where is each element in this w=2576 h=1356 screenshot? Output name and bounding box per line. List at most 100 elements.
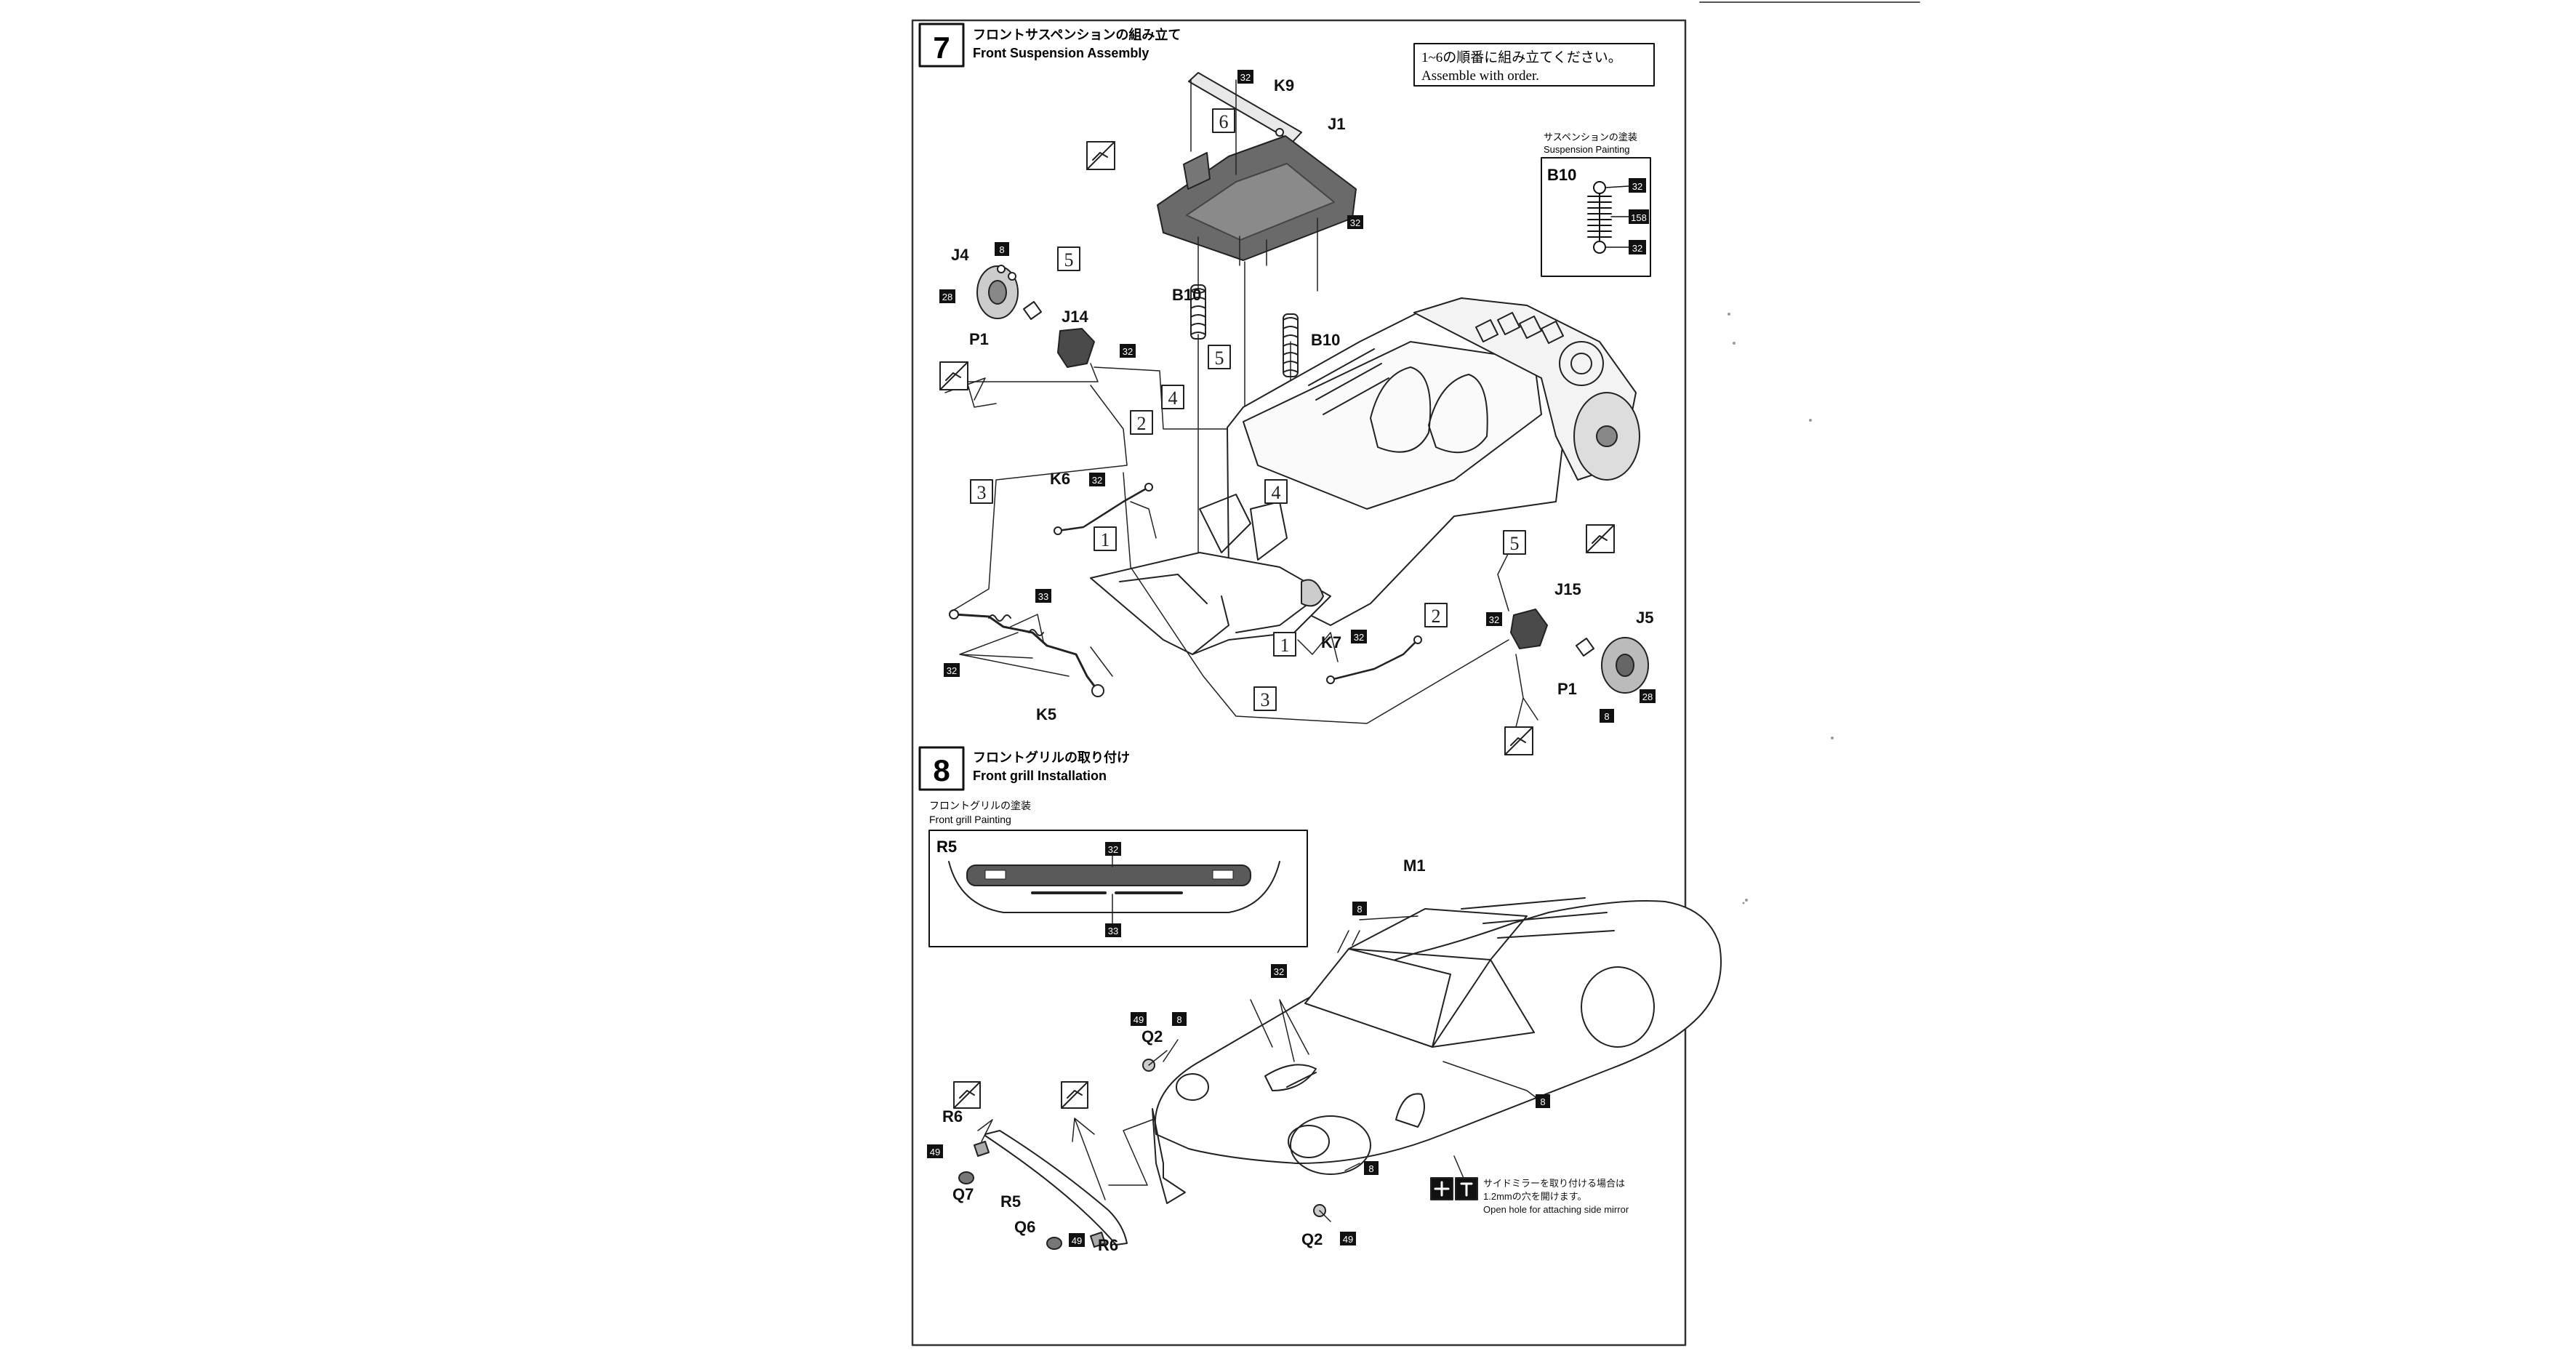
- svg-text:32: 32: [947, 665, 957, 676]
- svg-text:32: 32: [1092, 475, 1102, 486]
- color-badge: 8: [1172, 1012, 1187, 1026]
- svg-text:4: 4: [1168, 388, 1178, 409]
- front-cowl: [1152, 1108, 1186, 1204]
- part-r6-light: [1090, 1232, 1106, 1248]
- no-glue-icon: [1504, 726, 1533, 755]
- color-badge: 32: [1105, 842, 1121, 856]
- color-badge: 32: [1486, 612, 1502, 626]
- color-badge: 8: [1364, 1161, 1379, 1175]
- step-box: 3: [1253, 686, 1277, 711]
- part-label-b10: B10: [1547, 166, 1576, 184]
- scan-specks: [1728, 313, 1834, 904]
- hole-icon: [1455, 1177, 1478, 1200]
- step-box: 2: [1424, 603, 1448, 627]
- color-badge: 8: [1536, 1094, 1550, 1108]
- svg-text:32: 32: [1632, 181, 1642, 192]
- part-label-j14: J14: [1062, 308, 1088, 326]
- no-glue-icon: [1086, 141, 1115, 170]
- part-label-k5: K5: [1036, 705, 1056, 723]
- step-box: 1: [1273, 632, 1296, 657]
- svg-text:32: 32: [1274, 966, 1284, 977]
- drill-icon: [1430, 1177, 1453, 1200]
- svg-text:8: 8: [1357, 904, 1362, 915]
- part-r6-light: [974, 1141, 990, 1157]
- svg-text:8: 8: [1176, 1014, 1181, 1025]
- step-box: 3: [970, 479, 993, 504]
- part-label-q2: Q2: [1301, 1230, 1323, 1248]
- svg-text:28: 28: [942, 292, 952, 302]
- color-badge: 32: [1120, 344, 1136, 358]
- step7-header: 7 フロントサスペンションの組み立て Front Suspension Asse…: [918, 23, 1181, 68]
- color-badge: 8: [995, 242, 1009, 256]
- part-label-r6: R6: [1098, 1236, 1118, 1254]
- part-k6-rod: [1056, 486, 1150, 532]
- part-b10-spring: [1190, 284, 1206, 340]
- part-label-m1: M1: [1403, 856, 1426, 875]
- svg-text:2: 2: [1137, 413, 1147, 434]
- svg-text:32: 32: [1489, 614, 1499, 625]
- part-label-r5: R5: [1000, 1192, 1021, 1211]
- side-mirror-note: サイドミラーを取り付ける場合は 1.2mmの穴を開けます。 Open hole …: [1483, 1178, 1629, 1215]
- part-label-j1: J1: [1328, 115, 1345, 133]
- color-badge: 32: [1351, 630, 1367, 643]
- part-p1-bushing: [1576, 638, 1594, 657]
- part-label-j5: J5: [1636, 609, 1653, 627]
- step-title-jp: フロントサスペンションの組み立て: [973, 27, 1181, 42]
- inset-title-jp: サスペンションの塗装: [1544, 132, 1637, 143]
- svg-text:4: 4: [1272, 482, 1281, 503]
- color-badge: 32: [1347, 215, 1363, 229]
- svg-text:5: 5: [1215, 348, 1224, 369]
- color-badge: 49: [1340, 1232, 1356, 1245]
- part-label-b10: B10: [1311, 331, 1340, 349]
- part-q7-lens: [958, 1171, 974, 1184]
- mirror-note-jp: サイドミラーを取り付ける場合は: [1483, 1178, 1625, 1189]
- car-body-diagram: [953, 897, 1722, 1250]
- shock-absorber-icon: [1587, 181, 1612, 254]
- step-box: 4: [1161, 385, 1184, 409]
- no-glue-icon: [939, 361, 968, 390]
- color-badge: 32: [1271, 964, 1287, 978]
- svg-text:32: 32: [1123, 346, 1133, 357]
- color-badge: 32: [1237, 70, 1253, 84]
- step-number-box: [918, 746, 965, 791]
- svg-text:32: 32: [1350, 217, 1360, 228]
- part-label-k7: K7: [1321, 633, 1341, 651]
- part-label-r6: R6: [942, 1107, 963, 1126]
- svg-text:32: 32: [1240, 72, 1251, 83]
- svg-text:32: 32: [1354, 632, 1364, 643]
- part-j14-knuckle: [1057, 328, 1095, 368]
- color-badge: 28: [939, 289, 955, 303]
- grill-outline: [948, 861, 1280, 913]
- step-box: 6: [1212, 108, 1235, 133]
- step-box: 1: [1094, 526, 1117, 551]
- headlight: [1288, 1125, 1330, 1158]
- step-box: 4: [1264, 479, 1288, 504]
- engine-cover-louvres: [1461, 897, 1615, 939]
- color-badge: 32: [944, 663, 960, 677]
- step-title-jp: フロントグリルの取り付け: [973, 750, 1130, 765]
- suspension-painting-inset: サスペンションの塗装 Suspension Painting B10 32 15…: [1541, 132, 1651, 277]
- front-wheel-arch: [1290, 1115, 1371, 1175]
- svg-text:32: 32: [1632, 243, 1642, 254]
- step-box: 5: [1057, 246, 1080, 271]
- part-label-k9: K9: [1274, 76, 1294, 95]
- step-number: 8: [933, 753, 950, 787]
- part-k7-rod: [1329, 638, 1419, 681]
- color-badge: 32: [1629, 240, 1646, 254]
- svg-text:49: 49: [1133, 1014, 1144, 1025]
- color-badges-step7: 32 32 8 28 32 32 33 32 32 32 28 8: [939, 70, 1656, 723]
- part-labels-step8: M1 Q2 Q2 R6 R6 Q7 R5 Q6: [942, 856, 1426, 1254]
- rear-wheel-arch: [1581, 966, 1655, 1048]
- inset-title-en: Suspension Painting: [1544, 144, 1630, 155]
- headlight: [1176, 1073, 1209, 1101]
- svg-text:158: 158: [1631, 212, 1647, 223]
- part-label-j15: J15: [1554, 580, 1581, 598]
- part-b10-spring: [1283, 313, 1299, 377]
- color-badge: 49: [1069, 1233, 1085, 1247]
- order-note-en: Assemble with order.: [1421, 68, 1539, 84]
- color-badge: 32: [1629, 178, 1646, 193]
- color-badge: 8: [1600, 709, 1614, 723]
- step-title-en: Front grill Installation: [973, 769, 1107, 783]
- svg-text:8: 8: [999, 244, 1004, 255]
